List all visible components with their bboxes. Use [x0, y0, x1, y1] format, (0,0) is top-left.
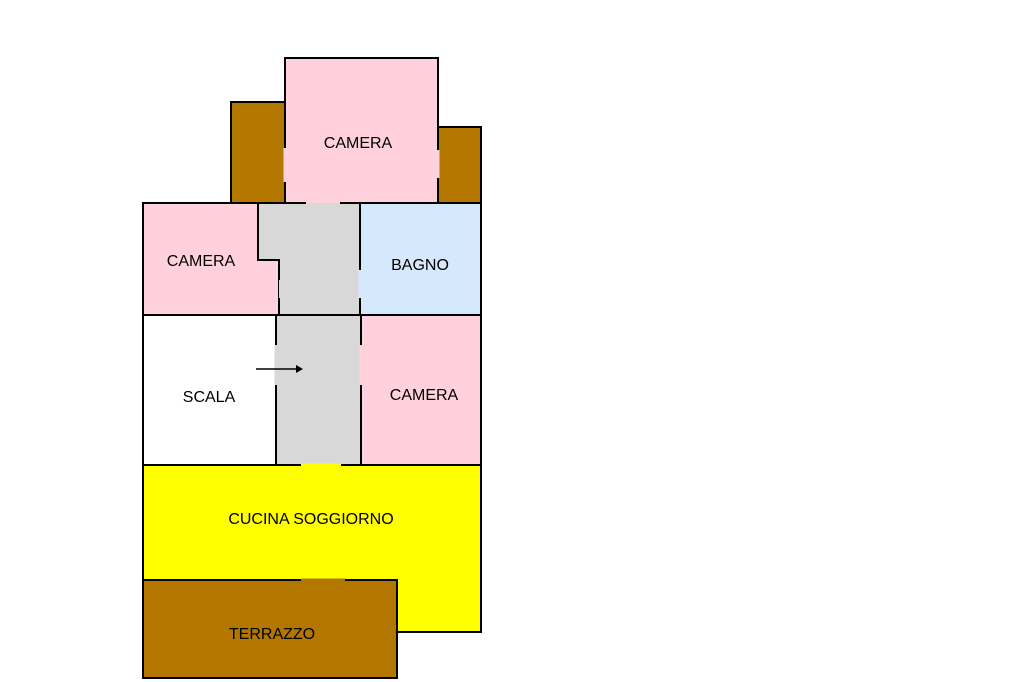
- label-cucina-soggiorno: CUCINA SOGGIORNO: [228, 511, 393, 528]
- room-bagno: [359, 202, 482, 316]
- label-camera-right: CAMERA: [390, 387, 459, 404]
- balcony-top-left: [230, 101, 286, 204]
- label-bagno: BAGNO: [391, 257, 449, 274]
- label-terrazzo: TERRAZZO: [229, 626, 315, 643]
- label-camera-left: CAMERA: [167, 253, 236, 270]
- room-camera-right: [360, 314, 482, 467]
- arrow-right-icon: [256, 365, 303, 373]
- hallway: [258, 203, 361, 465]
- room-camera-left: [142, 202, 280, 316]
- room-terrazzo: [142, 579, 398, 679]
- balcony-top-right: [436, 126, 482, 204]
- label-scala: SCALA: [183, 389, 236, 406]
- room-camera-top: [284, 57, 439, 205]
- hallway-wall: [257, 203, 280, 280]
- label-camera-top: CAMERA: [324, 135, 393, 152]
